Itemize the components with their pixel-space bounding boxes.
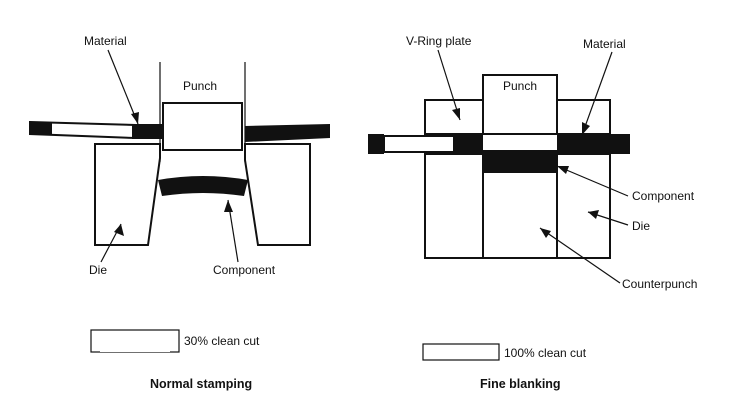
fine-component [483,150,557,172]
fine-die-label: Die [632,219,650,233]
fine-material-right [557,134,630,154]
vring-plate [424,99,484,135]
die-leader-arrow [114,224,124,236]
vring-label: V-Ring plate [406,34,472,48]
material-end-left [30,122,52,135]
material-cut-left [132,124,162,139]
material-strip-right [245,124,330,142]
vring-leader-arrow [452,108,460,120]
fine-material-leader-arrow [582,122,590,135]
ejected-component [158,176,248,196]
material-leader [107,49,139,125]
material-label: Material [84,34,127,48]
material-leader-arrow [131,112,139,124]
component-leader-arrow [224,200,233,212]
fine-punch-label: Punch [503,79,537,93]
clean-cut-label-30: 30% clean cut [184,334,260,348]
component-label: Component [213,263,276,277]
die-left [94,143,161,246]
fine-material-strip-left [383,135,455,153]
die-right [244,143,311,246]
clean-cut-sample-100 [422,343,500,361]
fine-material-end [368,134,384,154]
counterpunch [482,171,558,259]
clean-cut-band-30 [100,342,170,352]
fine-material-leader [581,51,613,136]
punch [162,102,243,151]
clean-cut-label-100: 100% clean cut [504,346,587,360]
counterpunch-label: Counterpunch [622,277,697,291]
fine-blanking-panel: V-Ring plate Punch Material Component Di… [368,34,697,391]
fine-component-label: Component [632,189,695,203]
fine-die-leader-arrow [588,210,599,219]
normal-stamping-panel: Material Punch Die Component 30% clean c… [29,34,330,391]
counterpunch-leader [539,227,621,284]
caption-normal-stamping: Normal stamping [150,377,252,391]
counterpunch-leader-arrow [540,228,551,238]
vring-leader [437,49,461,121]
fine-material-left-cut [454,134,483,154]
fine-component-leader-arrow [557,166,569,174]
fine-material-label: Material [583,37,626,51]
die-label: Die [89,263,107,277]
fine-component-leader [556,165,629,197]
caption-fine-blanking: Fine blanking [480,377,561,391]
punch-label: Punch [183,79,217,93]
fine-die-left [424,153,484,259]
